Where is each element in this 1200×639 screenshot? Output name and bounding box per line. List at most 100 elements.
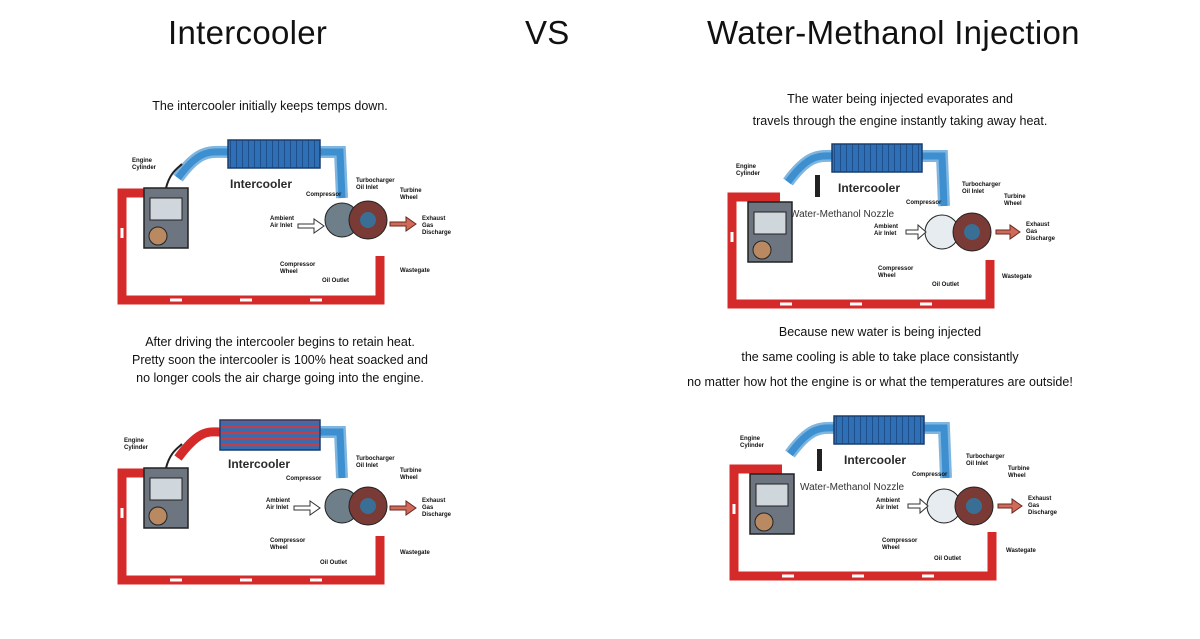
turbo-label-1: Turbocharger xyxy=(962,182,1001,188)
nozzle-icon xyxy=(815,175,820,197)
vs-title: VS xyxy=(525,14,570,51)
oil-outlet-label: Oil Outlet xyxy=(932,282,959,288)
right-caption-middle: Because new water is being injected the … xyxy=(630,320,1130,395)
left-title: Intercooler xyxy=(168,14,328,51)
wastegate-label: Wastegate xyxy=(400,550,430,556)
turbo-label-1: Turbocharger xyxy=(356,456,395,462)
turbo-label-2: Oil Inlet xyxy=(356,463,378,469)
intercooler-label: Intercooler xyxy=(228,457,290,471)
intercooler-core xyxy=(831,143,923,173)
engine-label-1: Engine xyxy=(736,164,757,170)
compwheel-label-2: Wheel xyxy=(280,269,298,275)
right-caption-top: The water being injected evaporates and … xyxy=(690,88,1110,132)
exhaust-label-1: Exhaust xyxy=(422,216,445,222)
exhaust-label-2: Gas xyxy=(1028,503,1040,509)
turbine-label-1: Turbine xyxy=(1008,466,1030,472)
intercooler-label: Intercooler xyxy=(230,177,292,191)
caption-line: The intercooler initially keeps temps do… xyxy=(152,99,388,113)
ambient-label-2: Air Inlet xyxy=(266,505,288,511)
compwheel-label-1: Compressor xyxy=(882,538,918,544)
exhaust-label-2: Gas xyxy=(1026,229,1038,235)
ambient-label-1: Ambient xyxy=(876,498,900,504)
turbine-label-2: Wheel xyxy=(1008,473,1026,479)
turbocharger-icon xyxy=(324,486,388,526)
engine-label-2: Cylinder xyxy=(132,165,157,171)
diagram-intercooler-cool: Intercooler Engine Cylinder Ambient Air … xyxy=(117,139,452,305)
ambient-label-2: Air Inlet xyxy=(270,223,292,229)
nozzle-label: Water-Methanol Nozzle xyxy=(800,482,905,493)
turbine-label-2: Wheel xyxy=(400,195,418,201)
compwheel-label-2: Wheel xyxy=(878,273,896,279)
left-caption-top: The intercooler initially keeps temps do… xyxy=(80,97,460,115)
engine-label-1: Engine xyxy=(124,438,145,444)
ambient-label-2: Air Inlet xyxy=(876,505,898,511)
compwheel-label-1: Compressor xyxy=(270,538,306,544)
nozzle-icon xyxy=(817,449,822,471)
ambient-label-1: Ambient xyxy=(270,216,294,222)
turbocharger-icon xyxy=(926,486,994,526)
hot-pipe-loop xyxy=(117,188,385,305)
compwheel-label-1: Compressor xyxy=(878,266,914,272)
hot-pipe-loop xyxy=(729,464,997,581)
caption-line: travels through the engine instantly tak… xyxy=(752,114,1048,128)
turbine-label-1: Turbine xyxy=(1004,194,1026,200)
exhaust-arrow xyxy=(997,498,1023,514)
engine-cylinder-icon xyxy=(143,443,189,529)
ambient-air-arrow xyxy=(905,223,927,241)
exhaust-label-1: Exhaust xyxy=(1026,222,1049,228)
hot-pipe-loop xyxy=(117,427,385,585)
exhaust-label-3: Discharge xyxy=(1026,236,1056,242)
caption-line: the same cooling is able to take place c… xyxy=(741,350,1019,364)
caption-line: The water being injected evaporates and xyxy=(787,92,1013,106)
intercooler-core-hot xyxy=(219,419,321,451)
diagram-water-methanol-top: Intercooler Water-Methanol Nozzle Engine… xyxy=(727,143,1056,309)
wastegate-label: Wastegate xyxy=(1002,274,1032,280)
engine-label-2: Cylinder xyxy=(736,171,761,177)
turbo-label-2: Oil Inlet xyxy=(962,189,984,195)
exhaust-label-1: Exhaust xyxy=(1028,496,1051,502)
turbo-label-1: Turbocharger xyxy=(966,454,1005,460)
intercooler-core xyxy=(833,415,925,445)
compwheel-label-2: Wheel xyxy=(882,545,900,551)
exhaust-label-2: Gas xyxy=(422,505,434,511)
turbine-label-2: Wheel xyxy=(400,475,418,481)
oil-outlet-label: Oil Outlet xyxy=(322,278,349,284)
engine-cylinder-icon xyxy=(747,201,793,263)
turbine-label-2: Wheel xyxy=(1004,201,1022,207)
compressor-label: Compressor xyxy=(912,472,948,478)
engine-cylinder-icon xyxy=(749,473,795,535)
left-caption-middle: After driving the intercooler begins to … xyxy=(70,333,490,387)
exhaust-label-3: Discharge xyxy=(422,512,452,518)
ambient-air-arrow xyxy=(297,218,325,234)
ambient-air-arrow xyxy=(907,497,929,515)
turbo-label-1: Turbocharger xyxy=(356,178,395,184)
oil-outlet-label: Oil Outlet xyxy=(320,560,347,566)
exhaust-arrow xyxy=(389,500,417,516)
caption-line: no longer cools the air charge going int… xyxy=(136,371,424,385)
wastegate-label: Wastegate xyxy=(1006,548,1036,554)
caption-line: Because new water is being injected xyxy=(778,325,982,339)
hot-pipe-loop xyxy=(727,192,995,309)
engine-label-2: Cylinder xyxy=(740,443,765,449)
intercooler-label: Intercooler xyxy=(838,181,900,195)
turbo-label-2: Oil Inlet xyxy=(356,185,378,191)
compressor-label: Compressor xyxy=(306,192,342,198)
exhaust-label-3: Discharge xyxy=(1028,510,1058,516)
engine-label-1: Engine xyxy=(132,158,153,164)
compwheel-label-1: Compressor xyxy=(280,262,316,268)
compressor-label: Compressor xyxy=(286,476,322,482)
turbo-label-2: Oil Inlet xyxy=(966,461,988,467)
right-title: Water-Methanol Injection xyxy=(707,14,1080,51)
intercooler-core xyxy=(227,139,321,169)
exhaust-label-2: Gas xyxy=(422,223,434,229)
ambient-label-1: Ambient xyxy=(266,498,290,504)
turbocharger-icon xyxy=(324,200,388,240)
ambient-label-1: Ambient xyxy=(874,224,898,230)
oil-outlet-label: Oil Outlet xyxy=(934,556,961,562)
caption-line: no matter how hot the engine is or what … xyxy=(687,375,1073,389)
turbine-label-1: Turbine xyxy=(400,188,422,194)
exhaust-arrow xyxy=(995,224,1021,240)
engine-label-2: Cylinder xyxy=(124,445,149,451)
diagram-water-methanol-bottom: Intercooler Water-Methanol Nozzle Engine… xyxy=(729,415,1058,581)
wastegate-label: Wastegate xyxy=(400,268,430,274)
